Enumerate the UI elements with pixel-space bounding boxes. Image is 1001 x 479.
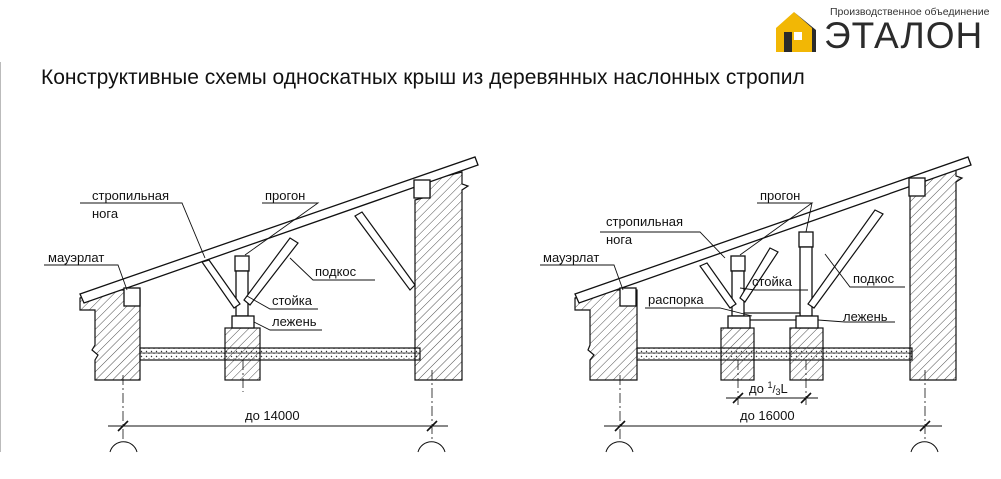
- label-sill-left: лежень: [272, 314, 317, 329]
- label-purlin-left: прогон: [265, 188, 305, 203]
- label-purlin-right: прогон: [760, 188, 800, 203]
- span-dimension-left: [108, 420, 448, 432]
- page-title: Конструктивные схемы односкатных крыш из…: [41, 66, 805, 89]
- spacer-right: [743, 312, 801, 321]
- struts-left: [201, 211, 416, 309]
- inner-dim-frac-den: 3: [776, 387, 781, 397]
- label-sill-right: лежень: [843, 309, 888, 324]
- struts-right: [699, 209, 884, 309]
- floor-slab-left: [139, 347, 421, 361]
- span-label-left: до 14000: [245, 408, 300, 423]
- axis-lines-left: [122, 360, 433, 442]
- logo-subtitle: Производственное объединение: [830, 6, 990, 18]
- inner-dim-prefix: до: [749, 381, 767, 396]
- high-wall-right: [909, 164, 964, 381]
- sill-right-low: [727, 315, 751, 329]
- floor-slab-right: [636, 347, 913, 361]
- leaders-left: [44, 202, 375, 331]
- label-wallplate-left: мауэрлат: [48, 250, 104, 265]
- wall-plate-right: [619, 287, 637, 307]
- inner-dim-suffix: L: [781, 381, 788, 396]
- axis-circles-left: [109, 441, 446, 453]
- span-dimension-right: [604, 420, 942, 432]
- wall-plate-left: [123, 287, 141, 307]
- label-post-right: стойка: [752, 274, 793, 289]
- scheme-right: до 1/3L до 16000 стропильная нога мауэрл…: [540, 156, 972, 453]
- high-wall-left: [414, 171, 470, 381]
- rafter-right: [574, 156, 972, 304]
- axis-lines-right: [619, 360, 926, 442]
- inner-dim-frac-slash: /: [772, 384, 776, 396]
- purlin-right-low: [730, 255, 746, 272]
- page-left-border: [0, 62, 1, 452]
- label-post-left: стойка: [272, 293, 313, 308]
- piers-right: [720, 327, 824, 381]
- purlin-right-high: [798, 231, 814, 248]
- label-rafter-right-1: стропильная: [606, 214, 683, 229]
- company-logo: Производственное объединение ЭТАЛОН: [772, 4, 994, 56]
- label-rafter-left-2: нога: [92, 206, 119, 221]
- label-spacer-right: распорка: [648, 292, 704, 307]
- axis-circles-right: [605, 441, 939, 453]
- house-logo-icon: [776, 12, 816, 52]
- label-rafter-right-2: нога: [606, 232, 633, 247]
- post-left: [235, 270, 249, 317]
- label-strut-left: подкос: [315, 264, 357, 279]
- middle-pier-left: [224, 327, 261, 381]
- inner-dim-frac-num: 1: [767, 380, 772, 390]
- rafter-left: [79, 156, 479, 304]
- label-strut-right: подкос: [853, 271, 895, 286]
- logo-name: ЭТАЛОН: [824, 15, 984, 56]
- scheme-left: до 14000 стропильная нога мауэрлат прого…: [44, 156, 479, 453]
- upper-wall-plate-left: [413, 179, 431, 199]
- sill-left: [231, 315, 255, 329]
- label-wallplate-right: мауэрлат: [543, 250, 599, 265]
- upper-wall-plate-right: [908, 177, 926, 197]
- inner-dim-label: до 1/3L: [749, 380, 788, 397]
- span-label-right: до 16000: [740, 408, 795, 423]
- inner-dimension-right: [726, 392, 818, 404]
- label-rafter-left-1: стропильная: [92, 188, 169, 203]
- purlin-left: [234, 255, 250, 272]
- sill-right-high: [795, 315, 819, 329]
- leaders-right: [540, 202, 905, 323]
